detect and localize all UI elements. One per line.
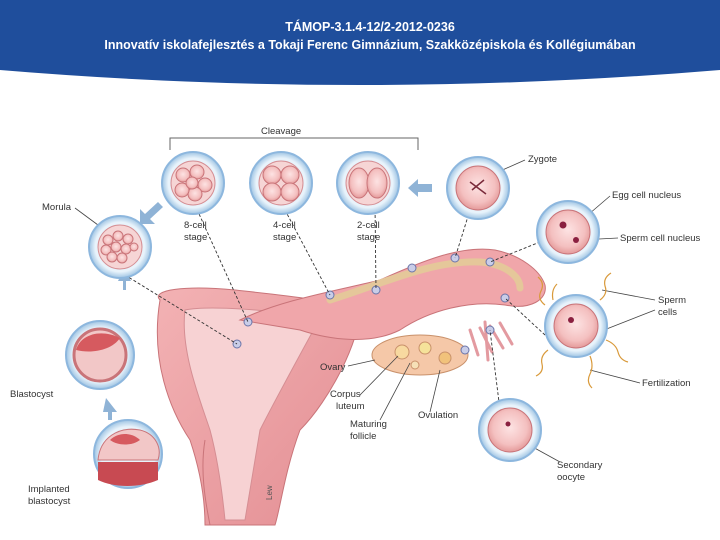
sperm-tails — [535, 272, 629, 389]
header-background — [0, 0, 720, 85]
blastocyst-cell — [65, 320, 135, 390]
ovary-label: Ovary — [320, 362, 346, 373]
secondary-oocyte-label-2: oocyte — [557, 472, 585, 483]
four-cell-stage — [249, 151, 313, 215]
eight-cell-label-2: stage — [184, 232, 207, 243]
leader-lines — [124, 204, 546, 411]
corpus-luteum-label-2: luteum — [336, 401, 365, 412]
two-cell-label-2: stage — [357, 232, 380, 243]
header-banner: TÁMOP-3.1.4-12/2-2012-0236 Innovatív isk… — [0, 0, 720, 96]
two-cell-stage — [336, 151, 400, 215]
morula-label: Morula — [42, 202, 72, 213]
zygote-cell — [446, 156, 510, 220]
zygote-label: Zygote — [528, 154, 557, 165]
header-text: TÁMOP-3.1.4-12/2-2012-0236 Innovatív isk… — [0, 18, 720, 54]
artist-signature: Lew — [265, 485, 274, 500]
implanted-blastocyst-label-1: Implanted — [28, 484, 70, 495]
fertilization-label: Fertilization — [642, 378, 691, 389]
arrows — [103, 179, 432, 420]
blastocyst-label: Blastocyst — [10, 389, 54, 400]
sperm-nucleus-label: Sperm cell nucleus — [620, 233, 701, 244]
secondary-oocyte-label-1: Secondary — [557, 460, 603, 471]
ovulation-label: Ovulation — [418, 410, 458, 421]
cleavage-bracket: Cleavage — [169, 126, 419, 150]
eight-cell-label-1: 8-cell — [184, 220, 207, 231]
corpus-luteum-label-1: Corpus — [330, 389, 361, 400]
implanted-blastocyst-cell — [93, 419, 163, 489]
morula-cell — [88, 215, 152, 279]
header-subtitle: Innovatív iskolafejlesztés a Tokaji Fere… — [104, 38, 636, 52]
four-cell-label-1: 4-cell — [273, 220, 296, 231]
egg-nucleus-label: Egg cell nucleus — [612, 190, 681, 201]
maturing-follicle-label-2: follicle — [350, 431, 376, 442]
two-cell-label-1: 2-cell — [357, 220, 380, 231]
header-title: TÁMOP-3.1.4-12/2-2012-0236 — [285, 20, 455, 34]
egg-and-sperm-nucleus-cell — [536, 200, 600, 264]
sperm-cells-label-1: Sperm — [658, 295, 686, 306]
secondary-oocyte-cell — [478, 398, 542, 462]
uterus — [156, 248, 546, 526]
sperm-cells-label-2: cells — [658, 307, 677, 318]
implanted-blastocyst-label-2: blastocyst — [28, 496, 71, 507]
four-cell-label-2: stage — [273, 232, 296, 243]
cleavage-label: Cleavage — [261, 126, 301, 137]
eight-cell-stage — [161, 151, 225, 215]
maturing-follicle-label-1: Maturing — [350, 419, 387, 430]
labels: Zygote Egg cell nucleus Sperm cell nucle… — [10, 154, 701, 507]
fertilization-cell — [535, 272, 629, 389]
